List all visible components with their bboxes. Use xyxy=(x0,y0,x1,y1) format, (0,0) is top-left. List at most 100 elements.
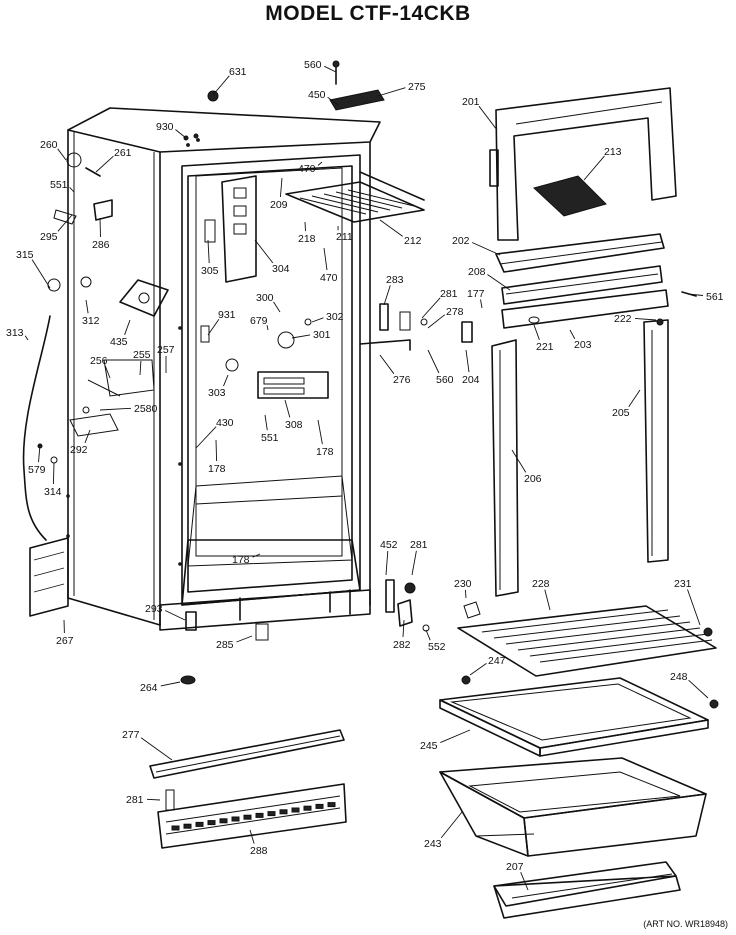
part-label-312: 312 xyxy=(82,315,100,327)
leader-line-308 xyxy=(284,399,291,418)
leader-line-256 xyxy=(104,365,111,379)
part-label-435: 435 xyxy=(110,336,128,348)
leader-line-301 xyxy=(291,334,311,339)
door-rails xyxy=(491,265,697,597)
leader-line-305 xyxy=(207,239,210,264)
leader-line-435 xyxy=(124,319,131,335)
leader-line-230 xyxy=(464,589,467,599)
grille-slot xyxy=(315,803,324,809)
part-label-452: 452 xyxy=(380,539,398,551)
leader-line-245 xyxy=(440,729,471,744)
leader-line-204 xyxy=(465,349,470,373)
grille-slot xyxy=(219,818,228,824)
part-label-260: 260 xyxy=(40,139,58,151)
grille-slot xyxy=(195,821,204,827)
part-label-277: 277 xyxy=(122,729,140,741)
part-label-631: 631 xyxy=(229,66,247,78)
part-label-470: 470 xyxy=(320,272,338,284)
leader-line-470 xyxy=(317,161,323,166)
part-label-579: 579 xyxy=(28,464,46,476)
leader-line-281 xyxy=(421,297,441,319)
part-label-256: 256 xyxy=(90,355,108,367)
leader-line-212 xyxy=(379,219,403,237)
part-label-218: 218 xyxy=(298,233,316,245)
leader-line-631 xyxy=(212,75,230,96)
part-label-308: 308 xyxy=(285,419,303,431)
part-label-470: 470 xyxy=(298,163,316,175)
leader-line-293 xyxy=(165,610,186,621)
leader-line-560 xyxy=(427,349,440,374)
part-label-281: 281 xyxy=(410,539,428,551)
leader-line-315 xyxy=(31,259,51,289)
leader-line-302 xyxy=(311,317,324,323)
top-parts xyxy=(183,60,385,141)
part-label-278: 278 xyxy=(446,306,464,318)
part-label-207: 207 xyxy=(506,861,524,873)
part-label-560: 560 xyxy=(436,374,454,386)
freezer-shelf xyxy=(285,171,425,223)
grille-slot xyxy=(279,809,288,815)
leader-line-286 xyxy=(99,217,101,238)
part-label-292: 292 xyxy=(70,444,88,456)
leader-line-292 xyxy=(84,429,91,444)
part-label-552: 552 xyxy=(428,641,446,653)
hinge-parts xyxy=(180,303,473,685)
leader-line-228 xyxy=(544,589,551,611)
grille-slot xyxy=(303,805,312,811)
part-label-257: 257 xyxy=(157,344,175,356)
part-label-209: 209 xyxy=(270,199,288,211)
part-label-267: 267 xyxy=(56,635,74,647)
art-number: (ART NO. WR18948) xyxy=(643,919,728,929)
part-label-2580: 2580 xyxy=(134,403,158,415)
part-label-281: 281 xyxy=(126,794,144,806)
part-label-300: 300 xyxy=(256,292,274,304)
part-label-315: 315 xyxy=(16,249,34,261)
wire-shelf xyxy=(457,601,717,677)
leader-line-278 xyxy=(427,314,446,329)
leader-line-452 xyxy=(385,550,389,576)
leader-line-178 xyxy=(317,419,323,445)
leader-line-275 xyxy=(377,87,406,97)
part-label-213: 213 xyxy=(604,146,622,158)
leader-line-222 xyxy=(634,317,657,321)
crisper-drawer xyxy=(439,757,707,857)
part-label-202: 202 xyxy=(452,235,470,247)
leader-line-209 xyxy=(279,177,283,198)
grille-slot xyxy=(267,811,276,817)
leader-line-213 xyxy=(583,155,605,181)
part-label-303: 303 xyxy=(208,387,226,399)
leader-line-231 xyxy=(687,589,701,626)
part-label-255: 255 xyxy=(133,349,151,361)
leader-line-243 xyxy=(440,811,463,839)
leader-line-303 xyxy=(223,374,229,387)
leader-line-207 xyxy=(520,872,529,891)
grille-slot xyxy=(327,802,336,808)
grille-slot xyxy=(243,814,252,820)
grille-slot xyxy=(171,825,180,831)
part-label-208: 208 xyxy=(468,266,486,278)
rear-components xyxy=(22,152,169,617)
grille-slot xyxy=(255,812,264,818)
part-label-295: 295 xyxy=(40,231,58,243)
part-label-931: 931 xyxy=(218,309,236,321)
part-label-228: 228 xyxy=(532,578,550,590)
grille-slot xyxy=(291,807,300,813)
part-label-450: 450 xyxy=(308,89,326,101)
evaporator-assembly xyxy=(200,175,329,399)
part-label-282: 282 xyxy=(393,639,411,651)
leader-line-282 xyxy=(402,619,405,638)
part-label-293: 293 xyxy=(145,603,163,615)
kick-plate xyxy=(149,729,347,849)
part-label-222: 222 xyxy=(614,313,632,325)
part-label-285: 285 xyxy=(216,639,234,651)
callout-leaders xyxy=(24,65,709,891)
leader-line-300 xyxy=(273,301,281,313)
leader-line-560 xyxy=(324,65,337,73)
leader-line-313 xyxy=(24,335,29,341)
part-label-276: 276 xyxy=(393,374,411,386)
leader-line-288 xyxy=(249,829,255,844)
leader-line-277 xyxy=(140,737,173,761)
part-label-302: 302 xyxy=(326,311,344,323)
